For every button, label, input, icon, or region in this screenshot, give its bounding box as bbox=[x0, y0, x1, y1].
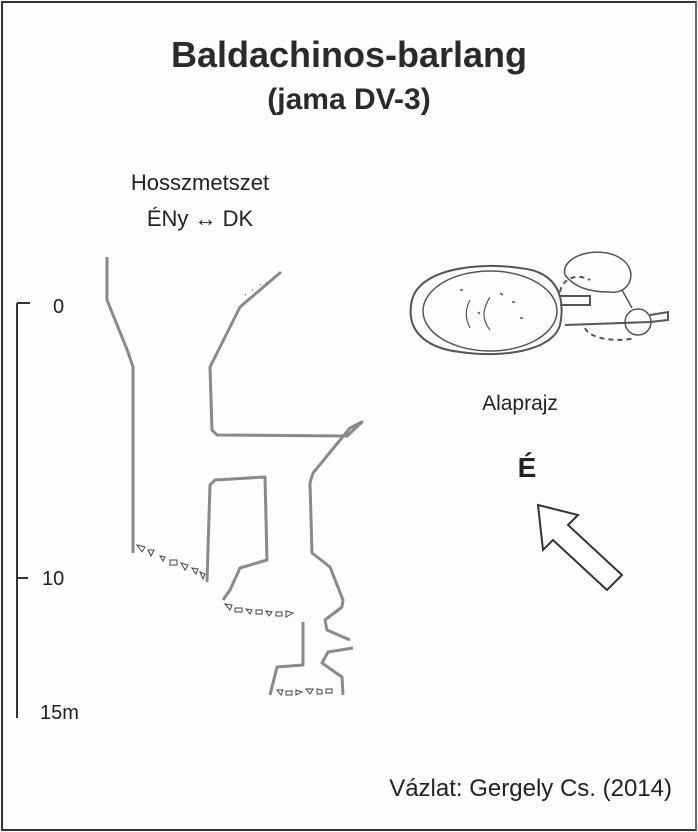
scale-tick-0: 0 bbox=[53, 296, 65, 318]
north-label: É bbox=[517, 452, 537, 483]
section-direction: ÉNy ↔ DK bbox=[146, 206, 254, 231]
scale-tick-15m: 15m bbox=[40, 702, 79, 724]
scale-bar bbox=[16, 302, 30, 718]
plan-label: Alaprajz bbox=[482, 392, 558, 415]
breakdown-rubble bbox=[135, 282, 333, 696]
cave-title: Baldachinos-barlang bbox=[170, 34, 528, 75]
longitudinal-section bbox=[105, 257, 364, 696]
section-title: Hosszmetszet bbox=[130, 170, 270, 195]
credit: Vázlat: Gergely Cs. (2014) bbox=[389, 775, 672, 802]
cave-subtitle: (jama DV-3) bbox=[267, 83, 431, 116]
plan-view bbox=[409, 251, 669, 356]
scale-tick-10: 10 bbox=[42, 568, 65, 590]
north-arrow-icon bbox=[536, 503, 624, 592]
